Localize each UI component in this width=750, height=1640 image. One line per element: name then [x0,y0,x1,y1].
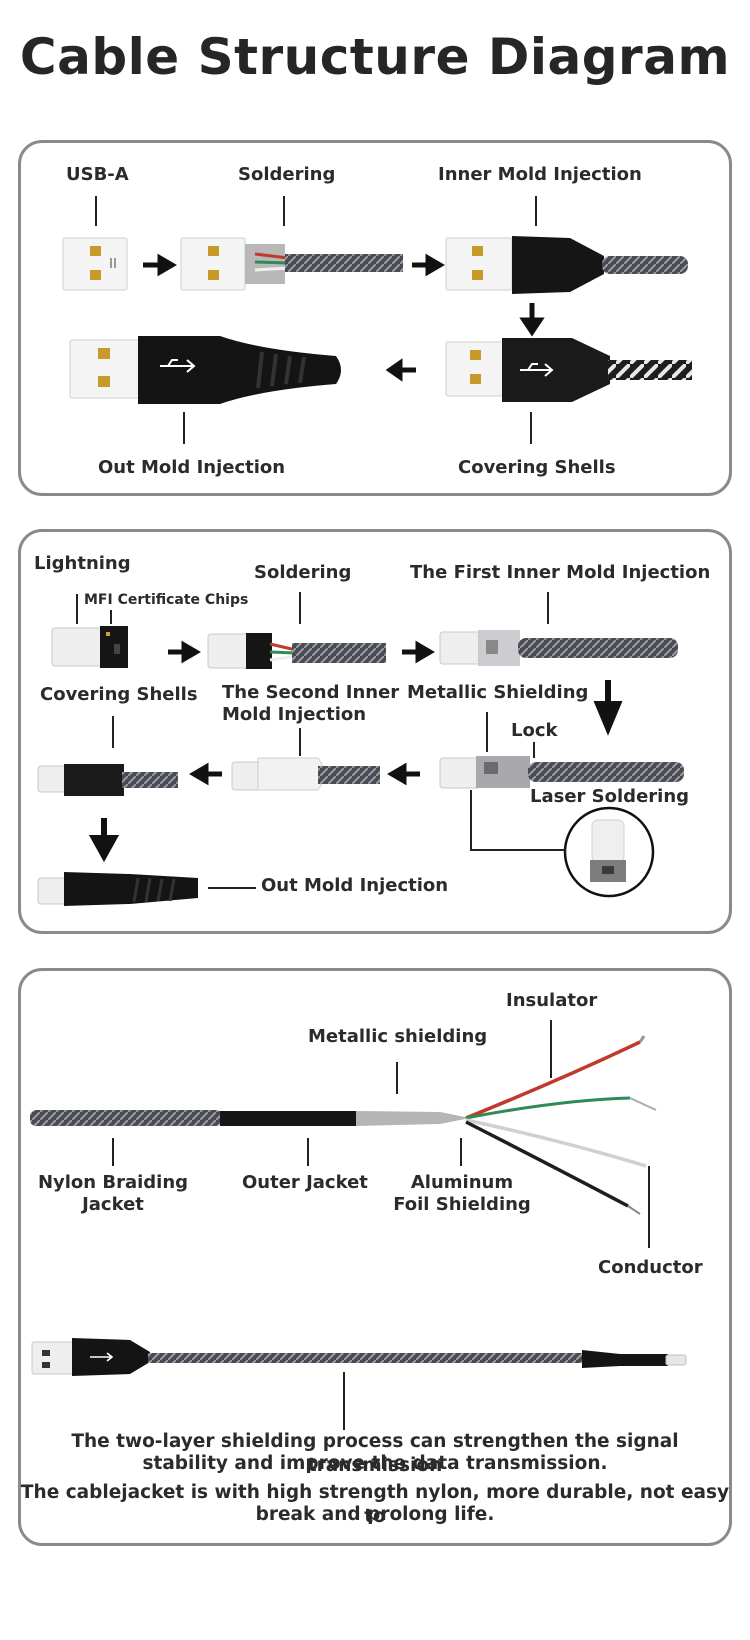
label-lightning: Lightning [34,553,131,574]
leader-conductor [648,1166,650,1248]
label-soldering-2: Soldering [254,562,351,583]
covering-shell-usb-a-icon [446,338,692,402]
usb-a-plug-icon [63,238,127,290]
leader-mfi-chips [110,610,112,624]
note-jacket-line2: break and prolong life. [18,1503,732,1527]
label-lock: Lock [511,720,557,741]
leader-laser-soldering [470,790,472,850]
note-shielding-line2: stability and improve the data transmiss… [18,1452,732,1476]
label-second-inner-mold-1: The Second Inner [222,682,399,703]
leader-metallic-shielding-3 [396,1062,398,1094]
label-aluminum-1: Aluminum [392,1172,532,1193]
leader-outer-jacket [307,1138,309,1166]
arrow-down-icon [524,303,540,332]
arrow-left-icon [390,363,416,377]
label-conductor: Conductor [598,1257,703,1278]
leader-soldering-2 [299,592,301,624]
soldered-usb-a-icon [181,238,403,290]
label-nylon-braiding-1: Nylon Braiding [32,1172,194,1193]
leader-covering-shells-2 [112,716,114,748]
leader-nylon [112,1138,114,1166]
label-laser-soldering: Laser Soldering [530,786,689,807]
inner-mold-usb-a-icon [446,236,688,294]
label-out-mold-2: Out Mold Injection [261,875,448,896]
leader-aluminum [460,1138,462,1166]
leader-laser-soldering-h [470,849,566,851]
leader-metallic-shielding-2 [486,712,488,752]
out-mold-usb-a-icon [70,336,341,404]
label-nylon-braiding-2: Jacket [32,1194,194,1215]
leader-full-cable [343,1372,345,1430]
lightning-process-panel [18,529,732,934]
leader-out-mold-2 [208,887,256,889]
leader-second-inner-mold [299,728,301,756]
leader-insulator [550,1020,552,1078]
leader-first-inner-mold [547,592,549,624]
label-aluminum-2: Foil Shielding [382,1194,542,1215]
arrow-right-icon [412,258,440,272]
arrow-right-icon [143,258,172,272]
label-metallic-shielding-2: Metallic Shielding [407,682,588,703]
label-mfi-chips: MFI Certificate Chips [84,592,248,608]
label-insulator: Insulator [506,990,597,1011]
leader-lightning [76,594,78,624]
label-covering-shells-2: Covering Shells [40,684,198,705]
label-metallic-shielding-3: Metallic shielding [308,1026,487,1047]
leader-lock [533,742,535,758]
label-second-inner-mold-2: Mold Injection [222,704,366,725]
label-first-inner-mold: The First Inner Mold Injection [410,562,710,583]
label-outer-jacket: Outer Jacket [242,1172,368,1193]
